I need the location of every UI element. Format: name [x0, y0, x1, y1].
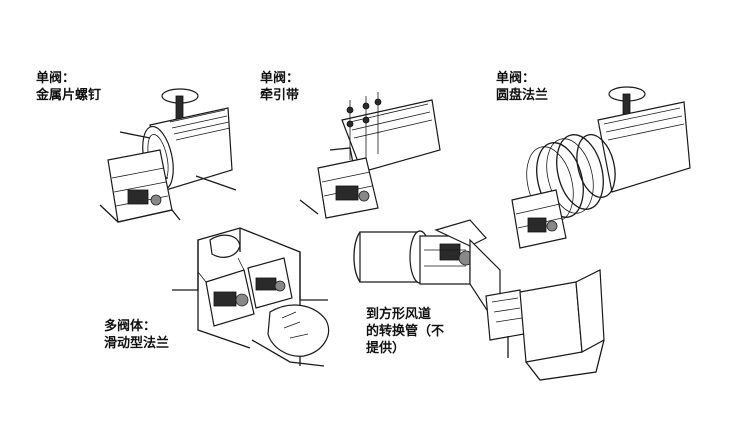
label-multi-valve-method: 滑动型法兰 — [104, 336, 170, 351]
label-transition-pipe-line1: 到方形风道 — [366, 307, 432, 322]
label-metal-screw-type: 单阀： — [36, 71, 76, 86]
label-transition-pipe-line2: 的转换管（不 — [366, 324, 445, 339]
panel-disc-flange-illustration — [511, 86, 691, 249]
label-disc-flange-method: 圆盘法兰 — [496, 88, 549, 103]
label-metal-screw: 单阀： 金属片螺钉 — [36, 70, 101, 104]
label-traction-strap-type: 单阀： — [260, 71, 300, 86]
label-transition-pipe: 到方形风道 的转换管（不 提供） — [366, 306, 444, 357]
panel-traction-strap-illustration — [299, 92, 441, 219]
label-traction-strap-method: 牵引带 — [260, 88, 300, 103]
label-transition-pipe-line3: 提供） — [366, 341, 406, 356]
label-disc-flange-type: 单阀： — [496, 71, 536, 86]
label-metal-screw-method: 金属片螺钉 — [36, 88, 102, 103]
label-disc-flange: 单阀： 圆盘法兰 — [496, 70, 548, 104]
label-multi-valve-type: 多阀体： — [104, 319, 157, 334]
label-multi-valve: 多阀体： 滑动型法兰 — [104, 318, 169, 352]
panel-metal-screw-illustration — [99, 88, 237, 223]
label-traction-strap: 单阀： 牵引带 — [260, 70, 299, 104]
panel-transition-pipe-illustration — [353, 219, 605, 381]
panel-multi-valve-illustration — [172, 227, 330, 367]
